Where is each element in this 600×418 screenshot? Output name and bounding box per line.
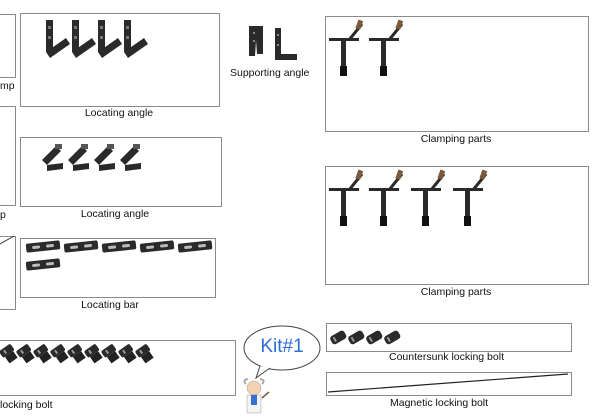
- bolt-icon: [67, 344, 86, 364]
- t-clamp-icon: [329, 19, 364, 76]
- locating-bar-icon: [101, 240, 137, 253]
- locating-bar-images: [25, 240, 213, 271]
- locating-angle-panel-1: [20, 13, 220, 107]
- t-clamp-icon: [369, 19, 404, 76]
- countersunk-bolt-label: Countersunk locking bolt: [389, 351, 504, 363]
- magnetic-bolt-label: Magnetic locking bolt: [390, 397, 489, 409]
- bolt-icon: [384, 330, 401, 345]
- bolt-icon: [348, 330, 365, 345]
- l-angle-bracket-icon: [124, 20, 148, 58]
- clamp-label-top-left: mp: [0, 80, 15, 92]
- clamping-parts-images-2: [329, 169, 488, 226]
- bolt-icon: [16, 344, 35, 364]
- supporting-angle-label: Supporting angle: [230, 67, 310, 79]
- l-angle-bracket-icon: [98, 20, 122, 58]
- locating-angle-label-1: Locating angle: [84, 107, 154, 119]
- l-angle-bracket-icon: [94, 144, 115, 171]
- locating-angle-images-1: [46, 20, 148, 58]
- clamping-parts-panel-2: [325, 166, 589, 285]
- locating-bar-icon: [25, 258, 61, 271]
- magnetic-bolt-rod: [327, 373, 569, 393]
- kit-speech-bubble: [243, 325, 321, 380]
- supporting-angle-icon: [249, 26, 263, 56]
- clamp-panel-top-left: [0, 14, 16, 78]
- bolt-panel-left-upper-line: [0, 235, 15, 245]
- l-angle-bracket-icon: [120, 144, 141, 171]
- professor-mascot-icon: [243, 378, 270, 414]
- locating-angle-label-2: Locating angle: [80, 208, 150, 220]
- magnetic-bolt-panel: [326, 372, 572, 396]
- clamping-parts-images-1: [329, 19, 404, 76]
- clamp-panel-mid-left: [0, 106, 16, 206]
- l-angle-bracket-icon: [72, 20, 96, 58]
- bolt-icon: [0, 344, 18, 364]
- l-angle-bracket-icon: [68, 144, 89, 171]
- locking-bolt-images: [0, 344, 154, 364]
- bolt-icon: [366, 330, 383, 345]
- clamp-label-mid-left: p: [0, 209, 6, 221]
- locating-angle-panel-2: [20, 137, 222, 207]
- kit-title: Kit#1: [260, 336, 304, 357]
- clamping-parts-label-2: Clamping parts: [420, 286, 492, 298]
- bolt-icon: [50, 344, 69, 364]
- locating-bar-icon: [139, 240, 175, 253]
- bolt-panel-left-upper: [0, 236, 16, 310]
- bolt-icon: [84, 344, 103, 364]
- bolt-icon: [101, 344, 120, 364]
- t-clamp-icon: [453, 169, 488, 226]
- locating-bar-icon: [25, 240, 61, 253]
- t-clamp-icon: [369, 169, 404, 226]
- locating-bar-icon: [177, 240, 213, 253]
- countersunk-bolt-images: [330, 330, 401, 345]
- l-angle-bracket-icon: [46, 20, 70, 58]
- clamping-parts-panel-1: [325, 16, 589, 132]
- bolt-icon: [330, 330, 347, 345]
- locating-angle-images-2: [42, 144, 141, 171]
- l-angle-bracket-icon: [42, 144, 63, 171]
- locating-bar-icon: [63, 240, 99, 253]
- clamping-parts-label-1: Clamping parts: [420, 133, 492, 145]
- t-clamp-icon: [329, 169, 364, 226]
- locking-bolt-label-left: locking bolt: [0, 399, 53, 411]
- bolt-icon: [118, 344, 137, 364]
- supporting-angle-image: [249, 26, 297, 60]
- bolt-icon: [135, 344, 154, 364]
- bolt-icon: [33, 344, 52, 364]
- locating-bar-label: Locating bar: [81, 299, 139, 311]
- t-clamp-icon: [411, 169, 446, 226]
